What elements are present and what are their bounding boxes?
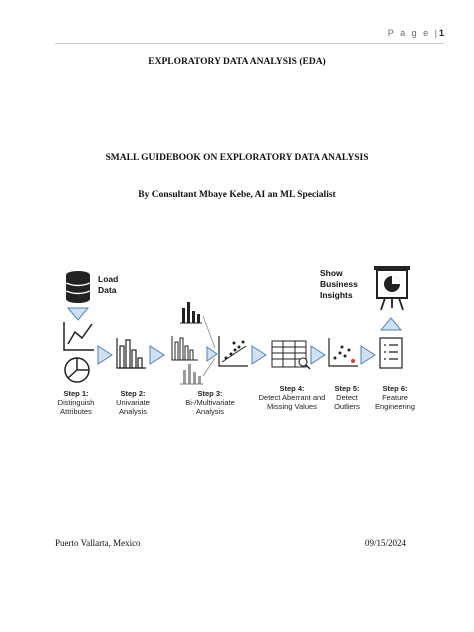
line-chart-icon (63, 322, 94, 351)
eda-process-diagram: Load Data Show Business Insights Step 1:… (20, 258, 460, 428)
histogram-icon (116, 338, 146, 369)
step-2-text: Univariate Analysis (116, 398, 150, 416)
step-5-title: Step 5: (334, 384, 360, 393)
header-rule (55, 43, 444, 44)
scatter-trend-icon (218, 336, 248, 367)
step-6-title: Step 6: (382, 384, 408, 393)
document-title: EXPLORATORY DATA ANALYSIS (EDA) (148, 57, 326, 67)
histogram-bottom-icon (180, 364, 203, 385)
step-6-text: Feature Engineering (374, 393, 416, 411)
step-1-title: Step 1: (63, 389, 89, 398)
step-5-text: Detect Outliers (334, 393, 360, 411)
step-3-text: Bi-/Multivariate Analysis (185, 398, 235, 416)
database-icon (65, 271, 91, 303)
step-4-text: Detect Aberrant and Missing Values (258, 393, 326, 411)
step-1-label: Step 1: Distinguish Attributes (46, 389, 106, 416)
histogram-top-icon (180, 302, 202, 324)
step-3-title: Step 3: (197, 389, 223, 398)
author-line: By Consultant Mbaye Kebe, AI an ML Speci… (138, 190, 336, 200)
checklist-icon (379, 337, 403, 369)
footer-date: 09/15/2024 (364, 538, 406, 548)
arrow-right-icon (360, 345, 376, 365)
histogram-middle-icon (171, 336, 198, 361)
arrow-right-icon (206, 346, 218, 362)
step-5-label: Step 5: Detect Outliers (322, 384, 372, 411)
step-1-text: Distinguish Attributes (57, 398, 95, 416)
step-4-title: Step 4: (279, 384, 305, 393)
arrow-right-icon (310, 345, 326, 365)
arrow-right-icon (251, 345, 267, 365)
arrow-right-icon (149, 345, 165, 365)
outlier-scatter-icon (328, 338, 358, 367)
show-insights-label: Show Business Insights (320, 268, 358, 301)
step-6-label: Step 6: Feature Engineering (365, 384, 425, 411)
page-number: 1 (438, 28, 444, 38)
footer-location: Puerto Vallarta, Mexico (55, 538, 141, 548)
load-data-label: Load Data (98, 274, 118, 296)
step-2-label: Step 2: Univariate Analysis (103, 389, 163, 416)
step-2-title: Step 2: (120, 389, 146, 398)
arrow-right-icon (97, 345, 113, 365)
eda-diagram-graphics (63, 266, 410, 385)
step-3-label: Step 3: Bi-/Multivariate Analysis (170, 389, 250, 416)
page-separator: | (434, 28, 439, 38)
page-word: P a g e (387, 28, 431, 38)
presentation-board-icon (374, 266, 410, 311)
magnifier-icon (298, 357, 311, 370)
show-insights-text: Show Business Insights (320, 268, 358, 300)
page-header: P a g e |1 (388, 28, 444, 38)
pie-chart-icon (64, 357, 90, 383)
table-grid-icon (271, 340, 307, 368)
arrow-up-icon (379, 317, 403, 331)
step-4-label: Step 4: Detect Aberrant and Missing Valu… (250, 384, 334, 411)
arrow-down-icon (66, 307, 90, 321)
load-data-text: Load Data (98, 274, 119, 295)
document-subtitle: SMALL GUIDEBOOK ON EXPLORATORY DATA ANAL… (105, 153, 369, 163)
